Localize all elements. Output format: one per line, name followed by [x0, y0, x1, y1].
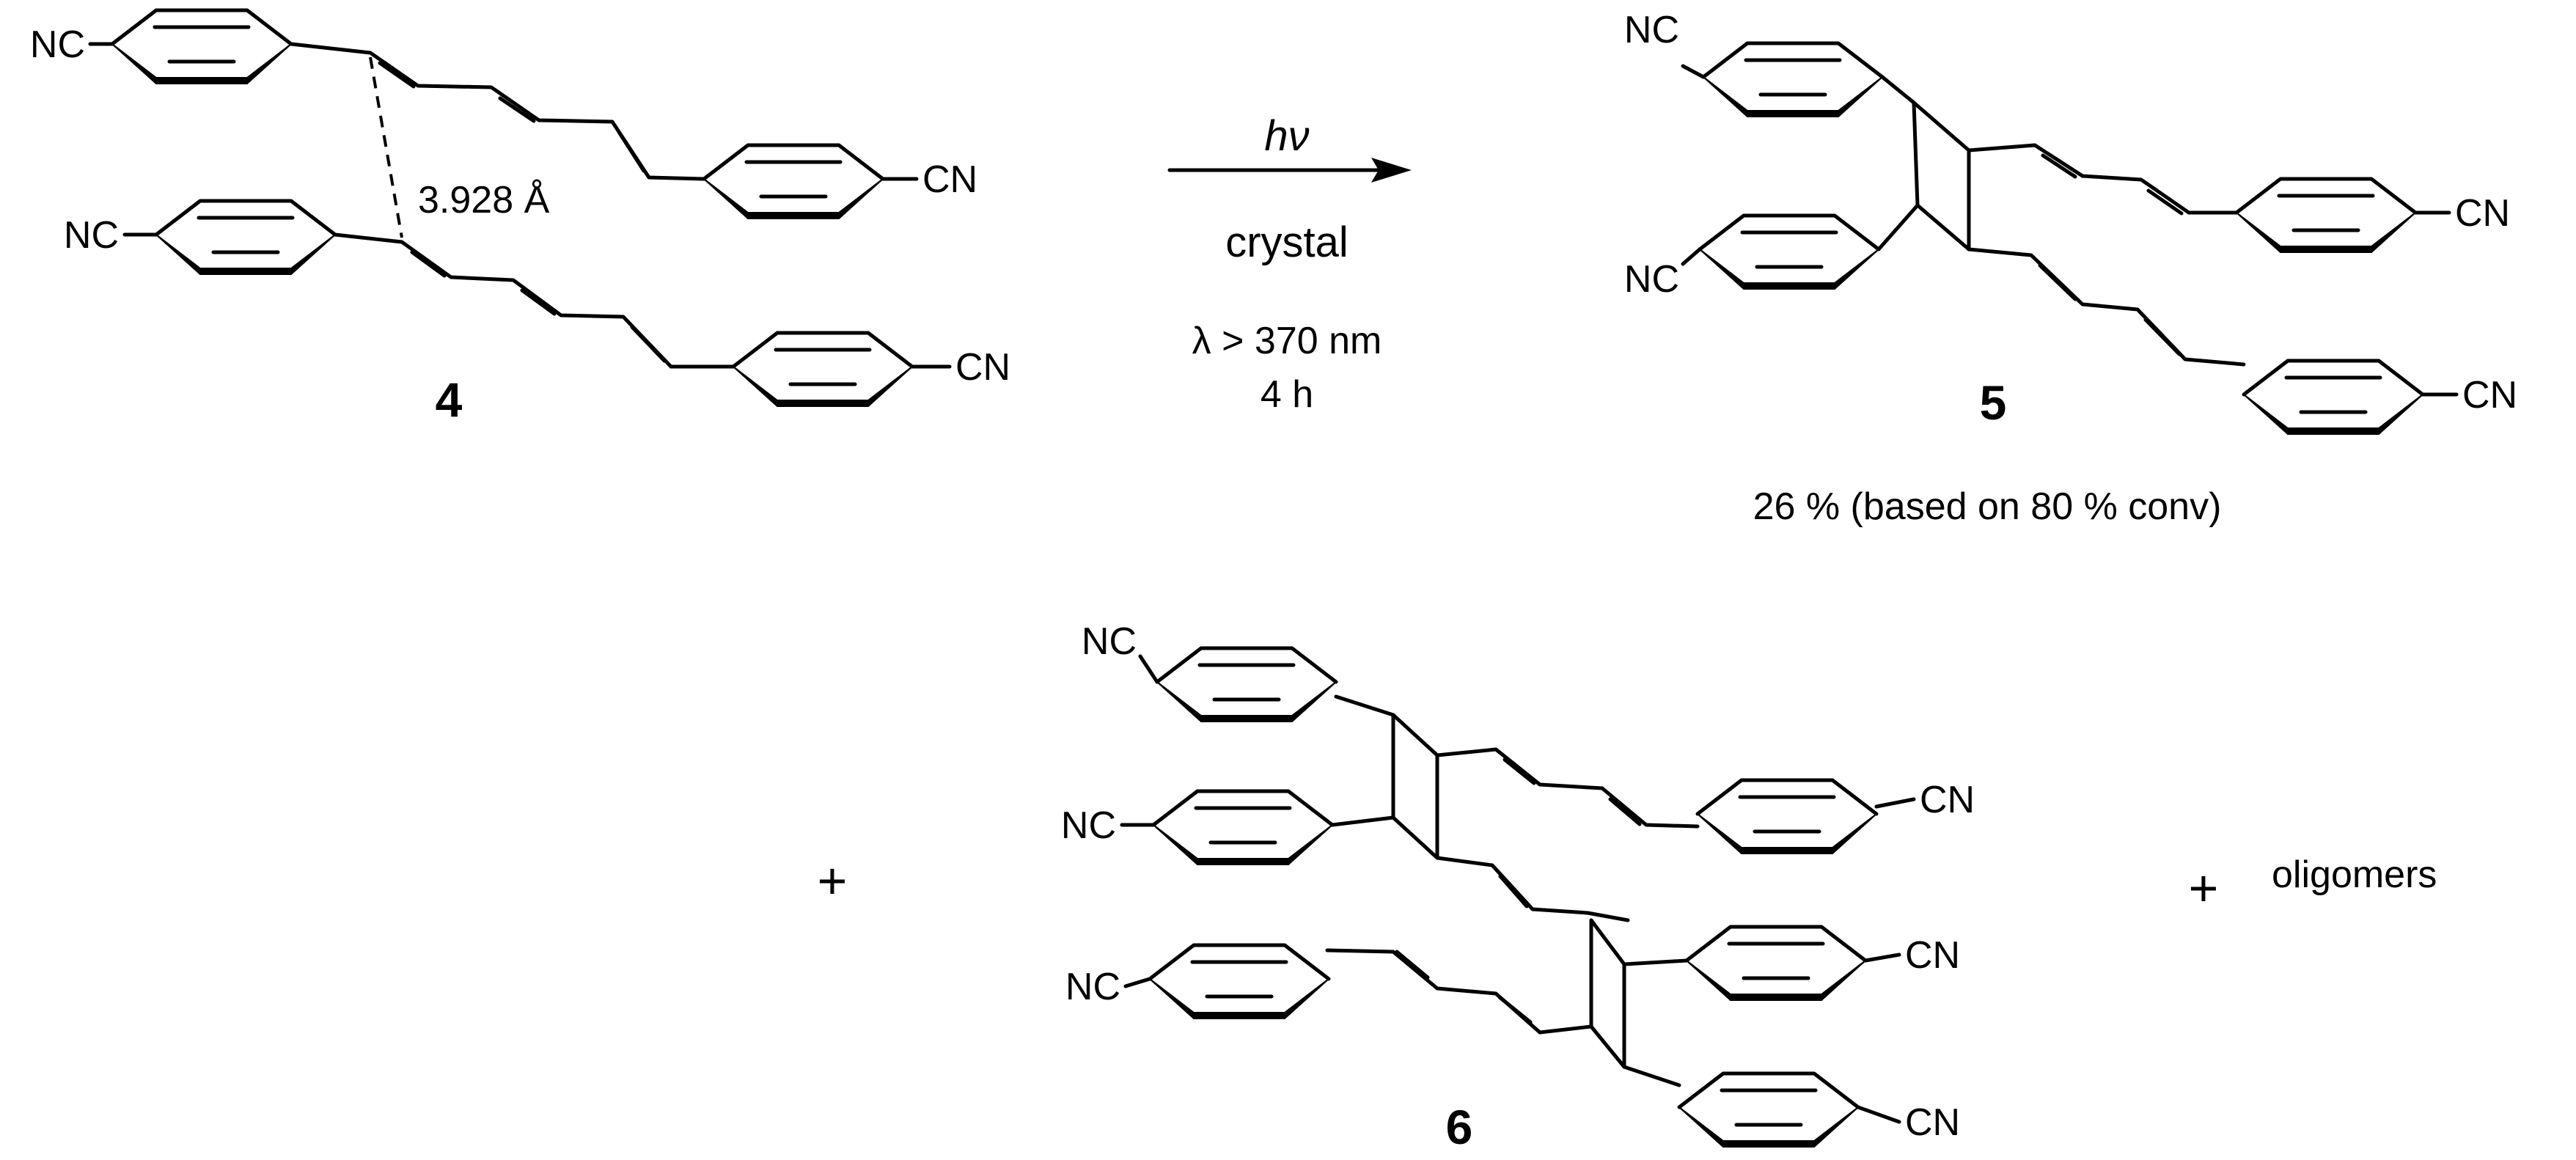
- plus-sign: +: [818, 852, 848, 909]
- reaction-arrow: [1167, 158, 1412, 183]
- cn-group: CN: [2455, 192, 2510, 235]
- nc-group: NC: [1082, 620, 1137, 663]
- cn-group: CN: [922, 158, 977, 201]
- compound-4-label: 4: [436, 372, 463, 427]
- cn-group: CN: [2462, 374, 2517, 416]
- light-condition: hν: [1264, 112, 1309, 160]
- cn-group: CN: [1905, 934, 1960, 977]
- nc-group: NC: [64, 214, 119, 257]
- compound-6-label: 6: [1446, 1100, 1473, 1154]
- nc-group: NC: [30, 23, 85, 66]
- yield-note: 26 % (based on 80 % conv): [1753, 485, 2222, 528]
- distance-label: 3.928 Å: [418, 179, 550, 221]
- nc-group: NC: [1624, 258, 1679, 301]
- compound-4-structure: NC CN NC CN 3.928 Å: [30, 10, 1010, 406]
- cn-group: CN: [1905, 1101, 1960, 1144]
- cn-group: CN: [1920, 779, 1975, 821]
- nc-group: NC: [1061, 804, 1116, 847]
- time-condition: 4 h: [1261, 373, 1313, 416]
- compound-5-label: 5: [1980, 375, 2007, 430]
- medium-condition: crystal: [1225, 219, 1348, 266]
- plus-sign: +: [2189, 859, 2219, 917]
- compound-6-structure: NC NC CN CN CN NC: [1061, 620, 1975, 1147]
- compound-5-structure: NC NC CN CN: [1624, 9, 2517, 434]
- nc-group: NC: [1065, 966, 1120, 1008]
- nc-group: NC: [1624, 9, 1679, 51]
- wavelength-condition: λ > 370 nm: [1192, 320, 1382, 362]
- oligomers-label: oligomers: [2272, 854, 2437, 896]
- cn-group: CN: [955, 346, 1010, 389]
